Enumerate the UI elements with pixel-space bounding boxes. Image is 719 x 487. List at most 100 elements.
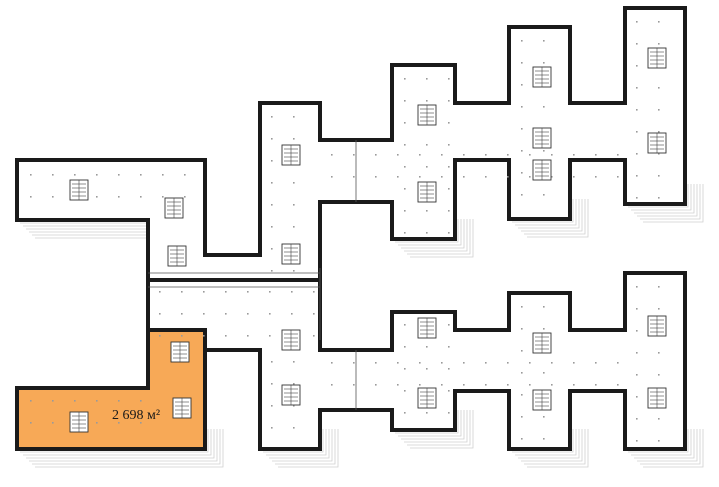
- column: [426, 232, 428, 234]
- column: [485, 362, 487, 364]
- column: [269, 335, 271, 337]
- column: [636, 197, 638, 199]
- column: [573, 176, 575, 178]
- column: [419, 154, 421, 156]
- upper-wing-outline: [15, 6, 687, 282]
- column: [96, 196, 98, 198]
- column: [521, 372, 523, 374]
- column: [52, 422, 54, 424]
- column: [521, 416, 523, 418]
- column: [419, 362, 421, 364]
- column: [271, 405, 273, 407]
- column: [636, 352, 638, 354]
- column: [658, 131, 660, 133]
- unit-area-value: 2 698: [112, 408, 144, 423]
- column: [617, 362, 619, 364]
- column: [529, 384, 531, 386]
- terrace-line: [527, 429, 589, 468]
- column: [159, 291, 161, 293]
- column: [353, 362, 355, 364]
- column: [658, 87, 660, 89]
- terrace-line: [515, 429, 577, 456]
- column: [271, 204, 273, 206]
- column: [448, 390, 450, 392]
- column: [140, 174, 142, 176]
- column: [485, 154, 487, 156]
- column: [636, 21, 638, 23]
- column: [426, 100, 428, 102]
- column: [96, 422, 98, 424]
- column: [448, 166, 450, 168]
- terrace-line: [398, 410, 462, 437]
- column: [636, 175, 638, 177]
- column: [636, 418, 638, 420]
- column: [375, 176, 377, 178]
- column: [162, 196, 164, 198]
- column: [595, 176, 597, 178]
- column: [419, 384, 421, 386]
- column: [184, 196, 186, 198]
- column: [96, 400, 98, 402]
- terrace-line: [404, 410, 468, 443]
- column: [419, 176, 421, 178]
- column: [463, 154, 465, 156]
- column: [203, 335, 205, 337]
- column: [658, 43, 660, 45]
- column: [463, 176, 465, 178]
- column: [573, 362, 575, 364]
- column: [271, 182, 273, 184]
- column: [375, 384, 377, 386]
- column: [521, 84, 523, 86]
- terrace-line: [266, 429, 327, 456]
- column: [543, 62, 545, 64]
- column: [595, 384, 597, 386]
- terrace-line: [395, 410, 459, 434]
- terrace-line: [628, 184, 689, 208]
- column: [404, 144, 406, 146]
- column: [293, 405, 295, 407]
- selected-unit-area[interactable]: [15, 328, 207, 451]
- column: [181, 313, 183, 315]
- column: [331, 176, 333, 178]
- column: [293, 204, 295, 206]
- column: [140, 196, 142, 198]
- terrace-line: [631, 429, 692, 456]
- column: [507, 176, 509, 178]
- terrace-line: [398, 219, 462, 246]
- stair-core: [532, 127, 552, 149]
- corridor-lines: [148, 140, 357, 410]
- stair-core: [417, 317, 437, 339]
- terrace-line: [634, 429, 695, 459]
- column: [426, 412, 428, 414]
- column: [543, 416, 545, 418]
- column: [404, 232, 406, 234]
- column: [551, 362, 553, 364]
- column: [448, 122, 450, 124]
- column: [448, 368, 450, 370]
- stair-core: [532, 389, 552, 411]
- terrace-line: [20, 429, 209, 453]
- column: [617, 176, 619, 178]
- column: [529, 154, 531, 156]
- column: [636, 440, 638, 442]
- column: [426, 144, 428, 146]
- terrace-line: [269, 429, 330, 459]
- terrace-line: [401, 410, 465, 440]
- column: [118, 422, 120, 424]
- column: [404, 324, 406, 326]
- column: [636, 109, 638, 111]
- stair-core: [647, 387, 667, 409]
- column: [521, 394, 523, 396]
- terrace-line: [518, 429, 580, 459]
- column: [595, 154, 597, 156]
- column: [404, 188, 406, 190]
- column: [291, 291, 293, 293]
- terrace-line: [512, 429, 574, 453]
- terrace-line: [410, 410, 474, 449]
- terrace-line: [407, 410, 471, 446]
- stair-core: [172, 397, 192, 419]
- column: [441, 176, 443, 178]
- terrace-line: [35, 429, 224, 468]
- column: [293, 427, 295, 429]
- terrace-line: [410, 219, 474, 258]
